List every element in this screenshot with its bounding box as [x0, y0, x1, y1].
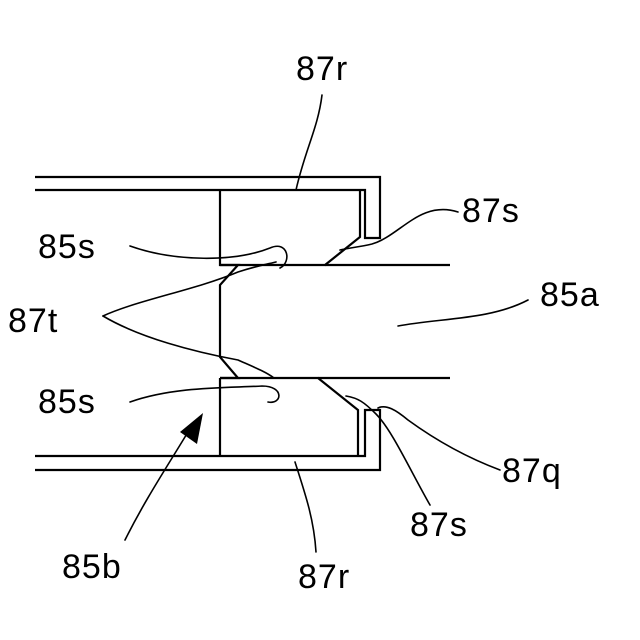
leader-lower-85s [130, 386, 279, 402]
label-85s-upper: 85s [38, 228, 96, 266]
leader-87t-upper [103, 262, 276, 316]
leader-85a [398, 300, 528, 326]
leader-87q [378, 407, 500, 470]
leader-85b [125, 432, 188, 540]
leader-bottom-87r [295, 462, 316, 552]
leader-top-87r [296, 95, 322, 190]
label-87s-lower: 87s [410, 506, 468, 544]
label-87r-bottom: 87r [298, 558, 350, 596]
label-85s-lower: 85s [38, 383, 96, 421]
leader-87t-lower [103, 316, 274, 378]
label-87q: 87q [502, 452, 562, 490]
lower-block [220, 378, 358, 456]
leader-top-87s [340, 210, 458, 250]
label-85a: 85a [540, 276, 600, 314]
center-wedge [220, 265, 238, 378]
label-87s-top: 87s [462, 192, 520, 230]
label-87t: 87t [8, 302, 58, 340]
upper-block [220, 190, 360, 265]
label-85b: 85b [62, 548, 122, 586]
label-87r-top: 87r [296, 50, 348, 88]
